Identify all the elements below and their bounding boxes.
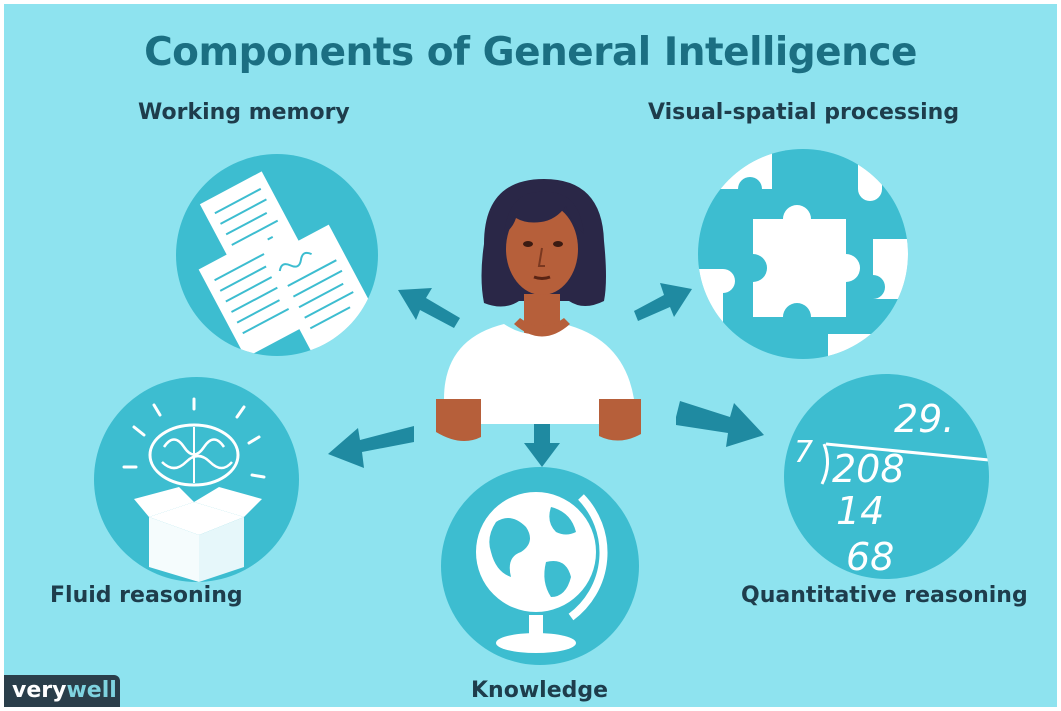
logo-part-very: very — [12, 678, 67, 703]
page-title: Components of General Intelligence — [144, 30, 917, 75]
math-line-3: 68 — [846, 535, 894, 579]
person-illustration — [436, 179, 641, 441]
fluid-reasoning-circle — [94, 377, 299, 582]
label-working-memory: Working memory — [138, 100, 350, 125]
arrow-to-quantitative-reasoning — [676, 401, 764, 447]
label-fluid-reasoning: Fluid reasoning — [50, 583, 243, 608]
working-memory-circle — [176, 154, 378, 356]
infographic-canvas: Components of General Intelligence Worki… — [4, 4, 1057, 707]
logo-part-well: well — [66, 678, 117, 703]
arrow-to-visual-spatial — [634, 283, 692, 321]
math-quotient: 29. — [894, 397, 954, 441]
math-divisor: 7 — [794, 435, 813, 470]
globe-icon — [476, 492, 608, 653]
label-visual-spatial-processing: Visual-spatial processing — [648, 100, 960, 125]
math-dividend: 208 — [832, 447, 905, 491]
knowledge-circle — [441, 467, 639, 665]
visual-spatial-circle — [698, 149, 908, 359]
label-knowledge: Knowledge — [471, 678, 609, 703]
puzzle-icon — [698, 149, 908, 359]
quantitative-reasoning-circle: 29. 7 208 14 68 — [784, 374, 989, 579]
brain-box-icon — [122, 397, 266, 582]
papers-icon — [198, 171, 378, 356]
arrow-to-working-memory — [398, 288, 460, 328]
math-line-2: 14 — [836, 489, 884, 533]
arrow-to-knowledge — [524, 423, 560, 467]
verywell-logo: verywell — [4, 675, 120, 707]
arrow-to-fluid-reasoning — [328, 426, 414, 468]
label-quantitative-reasoning: Quantitative reasoning — [741, 583, 1028, 608]
math-icon: 29. 7 208 14 68 — [794, 397, 989, 579]
